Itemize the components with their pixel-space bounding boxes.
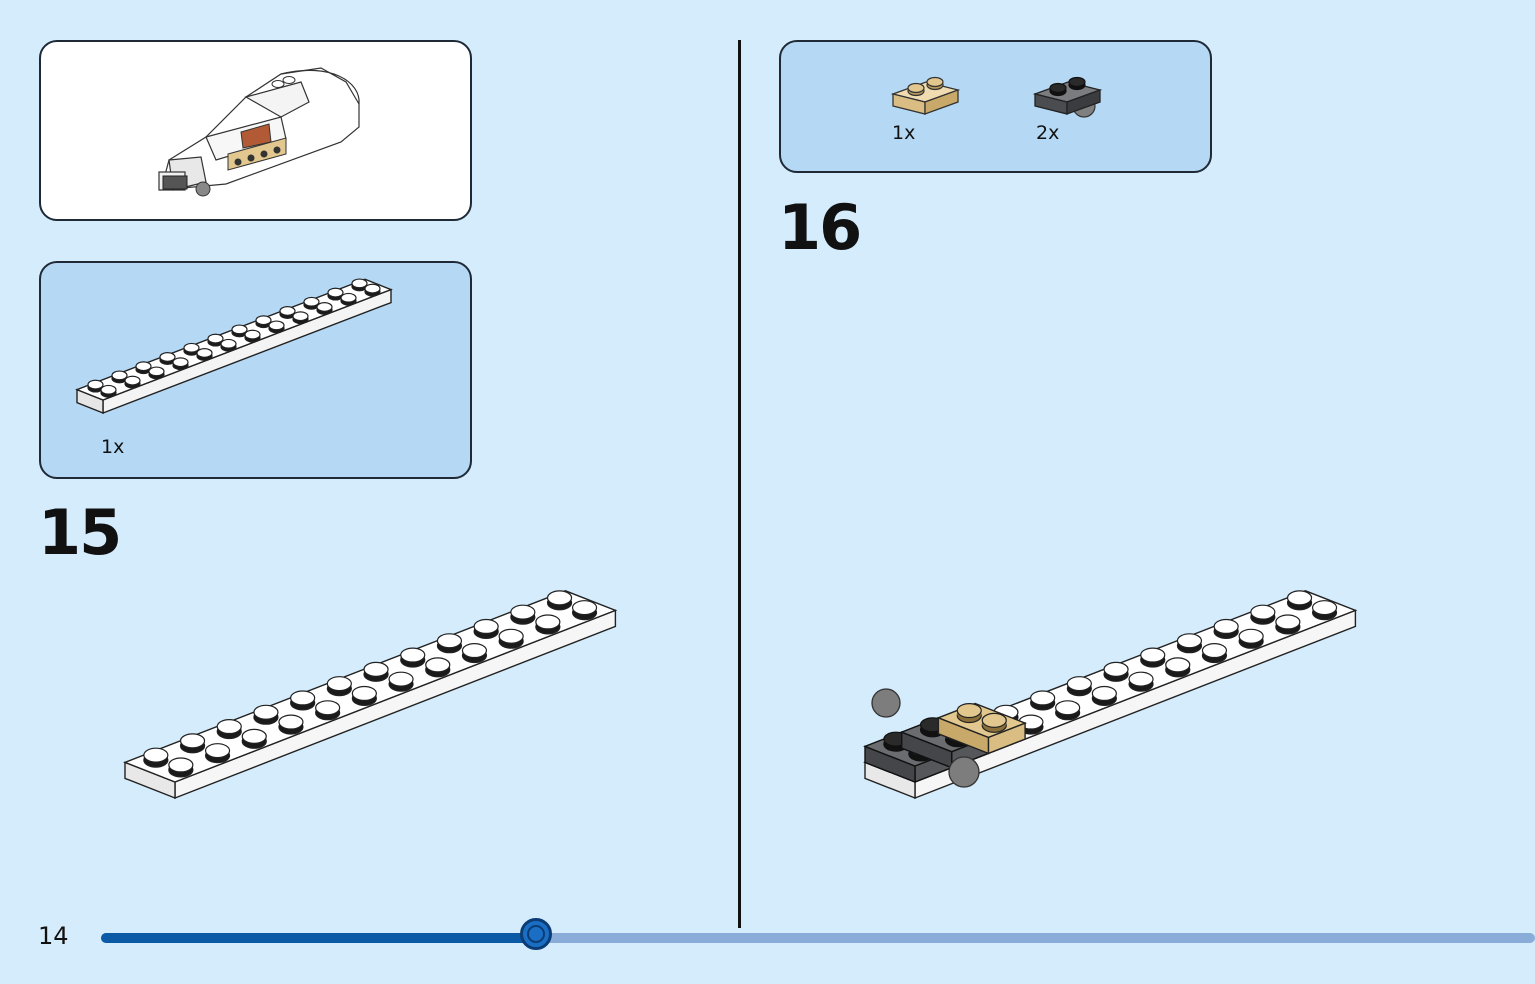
step-16-parts-panel: 1x 2x	[779, 40, 1212, 173]
white-plate-2x12-part-icon	[75, 278, 393, 415]
part-quantity: 2x	[1036, 122, 1060, 144]
tan-plate-1x2-part-icon	[890, 76, 961, 115]
step-number: 15	[38, 496, 122, 569]
progress-indicator	[519, 918, 552, 950]
page-divider	[738, 40, 741, 928]
progress-bar-fill	[101, 933, 536, 943]
part-quantity: 1x	[101, 436, 125, 458]
step-15-parts-panel: 1x	[39, 261, 472, 479]
progress-bar	[101, 933, 1535, 943]
step-number: 16	[778, 191, 862, 264]
dark-grey-plate-with-ball-part-icon	[1032, 76, 1103, 118]
previous-build-illustration	[158, 67, 360, 197]
part-quantity: 1x	[892, 122, 916, 144]
page-number: 14	[38, 922, 69, 950]
previous-build-panel	[39, 40, 472, 221]
